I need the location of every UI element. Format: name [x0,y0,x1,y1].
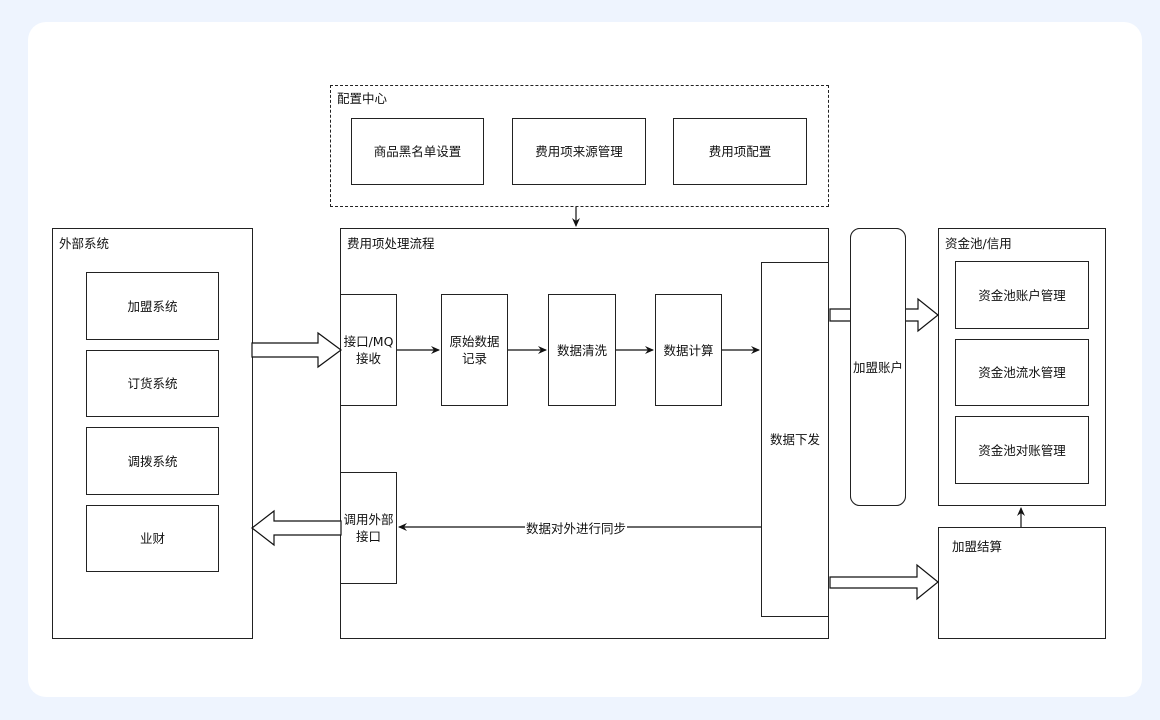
external-system-label: 订货系统 [127,376,178,391]
franchise-account-label: 加盟账户 [852,359,903,375]
config-item-fee-config[interactable]: 费用项配置 [673,118,807,185]
fund-pool-item-label: 资金池对账管理 [978,442,1066,458]
external-system-finance[interactable]: 业财 [86,505,219,572]
step-cleaning[interactable]: 数据清洗 [548,294,616,406]
fee-process-title: 费用项处理流程 [347,236,435,251]
fund-pool-title: 资金池/信用 [945,236,1012,251]
external-system-label: 业财 [139,531,165,546]
fund-pool-flow-mgmt[interactable]: 资金池流水管理 [955,339,1089,406]
external-system-label: 加盟系统 [127,298,178,314]
fund-pool-account-mgmt[interactable]: 资金池账户管理 [955,261,1089,329]
external-system-label: 调拨系统 [127,453,178,469]
step-raw-record[interactable]: 原始数据 记录 [441,294,508,406]
fund-pool-item-label: 资金池账户管理 [978,287,1066,303]
step-calculation[interactable]: 数据计算 [655,294,722,406]
step-label: 数据计算 [663,342,714,358]
config-item-blacklist[interactable]: 商品黑名单设置 [351,118,484,185]
step-label: 接口/MQ 接收 [343,334,394,366]
config-item-label: 费用项配置 [708,144,772,159]
config-center-title: 配置中心 [337,91,388,106]
franchise-settlement-title: 加盟结算 [952,539,1003,554]
step-call-external[interactable]: 调用外部 接口 [340,472,397,584]
franchise-settlement-group[interactable]: 加盟结算 [938,527,1106,639]
step-receive[interactable]: 接口/MQ 接收 [340,294,397,406]
step-label: 原始数据 记录 [449,334,500,366]
franchise-account-overlay: 加盟账户 [850,228,906,506]
fee-process-group: 费用项处理流程 [340,228,829,639]
external-system-transfer[interactable]: 调拨系统 [86,427,219,495]
step-label: 数据下发 [769,432,820,447]
config-item-label: 费用项来源管理 [535,144,623,159]
step-label: 调用外部 接口 [343,512,394,544]
config-item-label: 商品黑名单设置 [373,144,462,159]
fund-pool-reconcile-mgmt[interactable]: 资金池对账管理 [955,416,1089,484]
sync-edge-label: 数据对外进行同步 [525,518,628,537]
step-dispatch[interactable]: 数据下发 [761,262,829,617]
step-label: 数据清洗 [556,342,607,358]
external-systems-title: 外部系统 [59,236,110,251]
config-item-fee-source[interactable]: 费用项来源管理 [512,118,646,185]
external-system-ordering[interactable]: 订货系统 [86,350,219,417]
fund-pool-item-label: 资金池流水管理 [978,365,1066,380]
external-system-franchise[interactable]: 加盟系统 [86,272,219,340]
config-center-group: 配置中心 [330,85,829,207]
